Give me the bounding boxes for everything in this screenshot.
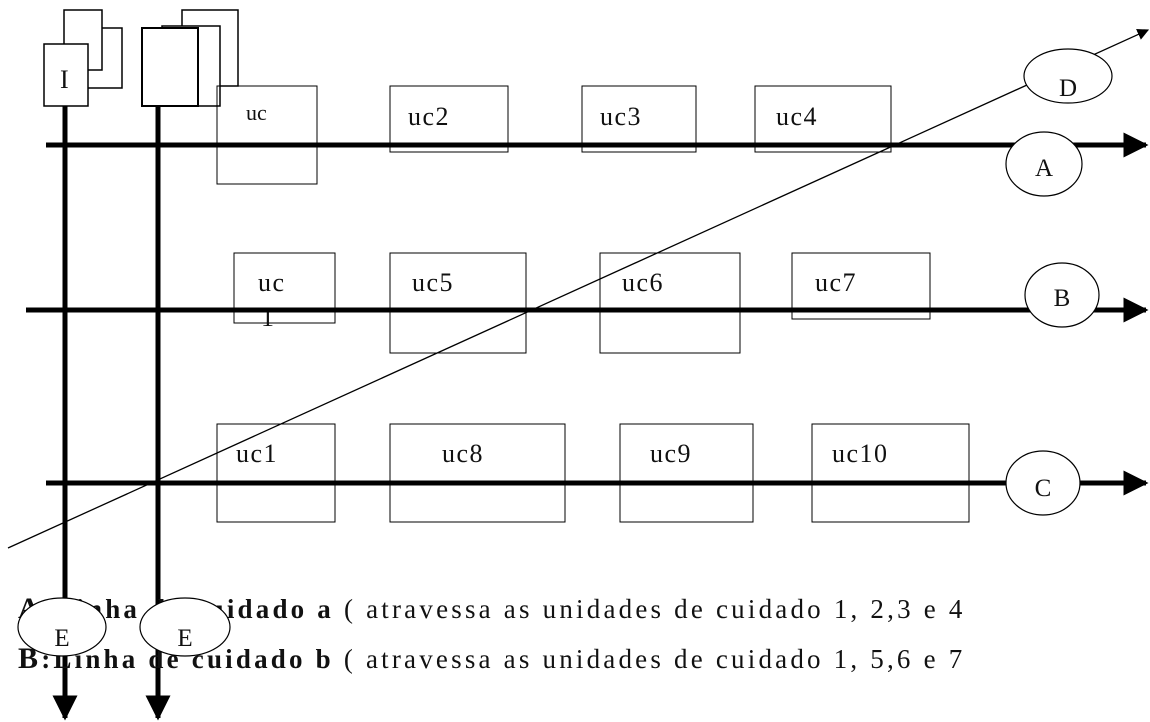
horizontal-care-lines: [26, 132, 1149, 496]
unit-box: [581, 85, 697, 153]
unit-label: uc10: [832, 439, 889, 468]
unit-box: [791, 252, 931, 320]
unit-box: [389, 423, 566, 523]
line-marker-e-2: [139, 597, 231, 657]
line-marker-label: C: [1035, 475, 1052, 502]
unit-label: uc2: [408, 102, 450, 131]
line-marker-b: [1024, 262, 1100, 328]
unit-label: uc3: [600, 102, 642, 131]
line-marker-label: E: [177, 625, 192, 652]
care-unit-labels: uc uc2 uc3 uc4 uc 1 uc5 uc6 uc7 uc1 uc8 …: [236, 100, 889, 468]
unit-label: uc5: [412, 268, 454, 297]
unit-box: [216, 85, 318, 185]
line-marker-d: [1023, 48, 1113, 104]
care-unit-boxes: [216, 85, 970, 523]
unit-label: uc4: [776, 102, 818, 131]
line-label-markers-e: E E: [17, 597, 231, 657]
unit-label: uc7: [815, 268, 857, 297]
document-stack-icon-2: [141, 9, 239, 107]
document-label: I: [60, 65, 69, 94]
unit-label-partial: 1: [261, 303, 274, 332]
unit-box: [233, 252, 336, 324]
caption-text-b: ( atravessa as unidades de cuidado 1, 5,…: [334, 644, 966, 674]
line-marker-label: E: [54, 625, 69, 652]
unit-box: [811, 423, 970, 523]
line-marker-label: D: [1059, 75, 1077, 102]
unit-box: [389, 85, 509, 153]
caption-sep-b: :: [41, 644, 53, 674]
line-label-markers: A B C D: [1005, 48, 1113, 516]
unit-label: uc6: [622, 268, 664, 297]
line-marker-a: [1005, 131, 1083, 197]
unit-label: uc1: [236, 439, 278, 468]
caption-key-b: B: [18, 642, 41, 675]
caption-text-a: ( atravessa as unidades de cuidado 1, 2,…: [334, 594, 966, 624]
unit-label: uc: [246, 100, 267, 125]
care-line-d: [7, 29, 1150, 549]
unit-box: [619, 423, 754, 523]
caption-line-b: B:Linha de cuidado b ( atravessa as unid…: [18, 642, 965, 675]
unit-box: [754, 85, 892, 153]
unit-box: [599, 252, 741, 354]
unit-label: uc9: [650, 439, 692, 468]
line-marker-c: [1005, 450, 1081, 516]
unit-box: [216, 423, 336, 523]
line-marker-e-1: [17, 597, 107, 657]
unit-label: uc8: [442, 439, 484, 468]
unit-label: uc: [258, 268, 286, 297]
line-marker-label: B: [1054, 285, 1071, 312]
document-stack-icon: I: [43, 9, 123, 107]
line-marker-label: A: [1035, 155, 1053, 182]
unit-box: [389, 252, 527, 354]
